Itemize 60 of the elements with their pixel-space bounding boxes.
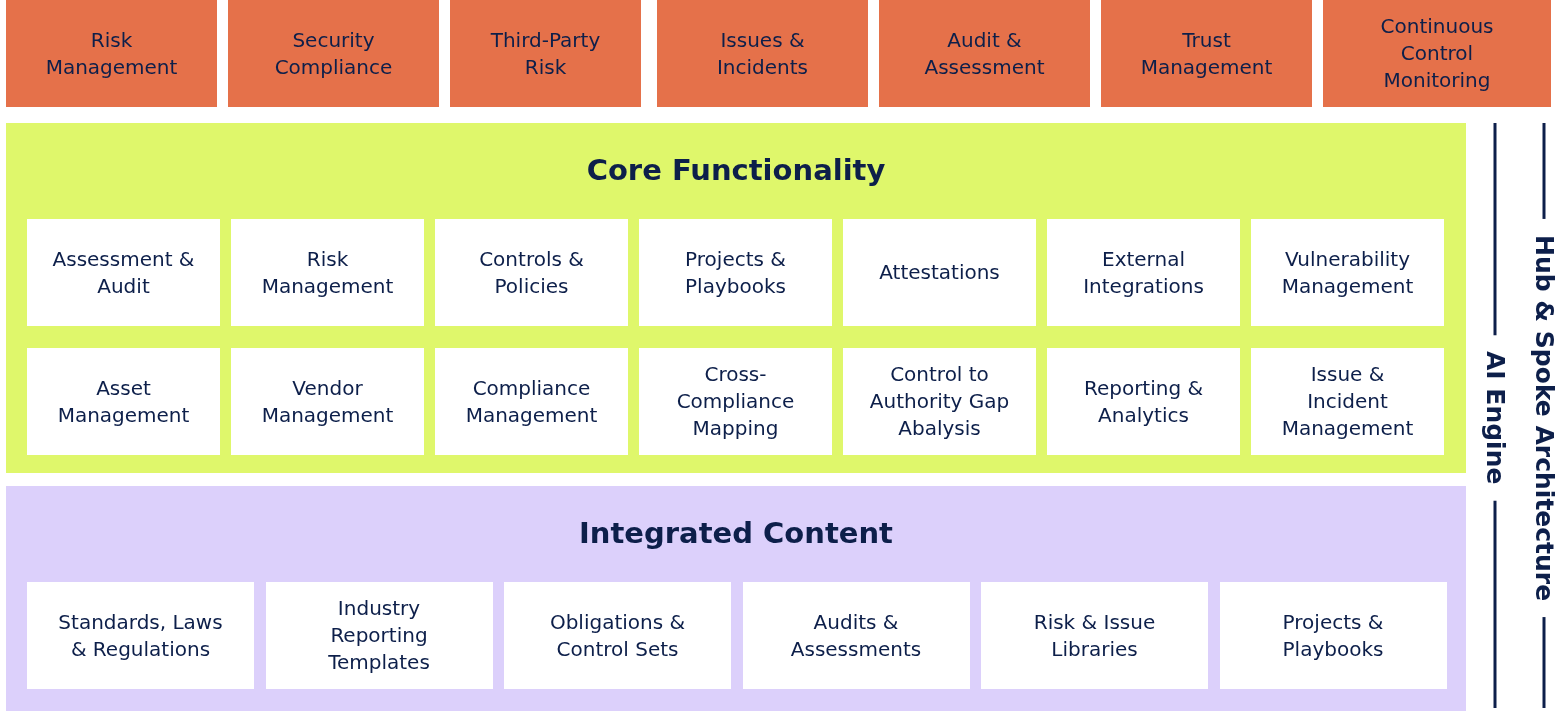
feature-box [231,219,424,326]
box-label: Controls & Policies [478,245,585,300]
module-box [6,0,217,107]
box-label: Cross-Compliance Mapping [675,361,796,442]
box-label: Control to Authority Gap Abalysis [868,361,1011,442]
feature-box [504,582,731,689]
module-box [879,0,1090,107]
feature-box [231,348,424,455]
box-label: Vendor Management [260,374,395,429]
box-label: Security Compliance [273,26,394,81]
box-label: Issues & Incidents [715,26,810,81]
feature-box [1047,348,1240,455]
box-label: Asset Management [56,374,191,429]
box-label: Audits & Assessments [789,608,923,663]
feature-box [27,348,220,455]
feature-box [1251,348,1444,455]
box-label: Trust Management [1139,26,1274,81]
layer-heading: Core Functionality [586,153,886,187]
feature-box [843,219,1036,326]
box-label: Projects & Playbooks [1281,608,1385,663]
box-label: Standards, Laws & Regulations [57,608,224,663]
feature-box [435,219,628,326]
vertical-label: AI Engine [1480,351,1510,485]
feature-box [1251,219,1444,326]
feature-box [265,582,493,689]
feature-box [1047,219,1240,326]
feature-box [1219,582,1447,689]
box-label: Attestations [878,259,1001,286]
layer-panel [6,123,1466,473]
module-box [657,0,868,107]
feature-box [639,348,832,455]
module-box [1101,0,1312,107]
module-box [450,0,641,107]
module-box [1323,0,1551,107]
feature-box [742,582,970,689]
vertical-label: Hub & Spoke Architecture [1529,234,1559,602]
feature-box [27,219,220,326]
layer-panel [6,486,1466,711]
feature-box [435,348,628,455]
box-label: Industry Reporting Templates [327,595,431,676]
box-label: Obligations & Control Sets [548,608,687,663]
box-label: Compliance Management [464,374,599,429]
feature-box [981,582,1208,689]
box-label: Projects & Playbooks [684,245,787,300]
box-label: Risk & Issue Libraries [1032,608,1157,663]
feature-box [639,219,832,326]
layer-heading: Integrated Content [579,516,893,550]
feature-box [843,348,1036,455]
box-label: External Integrations [1082,245,1205,300]
box-label: Reporting & Analytics [1082,374,1205,429]
box-label: Issue & Incident Management [1280,361,1415,442]
box-label: Risk Management [260,245,395,300]
module-box [228,0,439,107]
box-label: Continuous Control Monitoring [1379,13,1495,94]
box-label: Audit & Assessment [923,26,1046,81]
box-label: Vulnerability Management [1280,245,1415,300]
box-label: Risk Management [44,26,179,81]
box-label: Third-Party Risk [489,26,602,81]
feature-box [27,582,254,689]
box-label: Assessment & Audit [51,245,196,300]
